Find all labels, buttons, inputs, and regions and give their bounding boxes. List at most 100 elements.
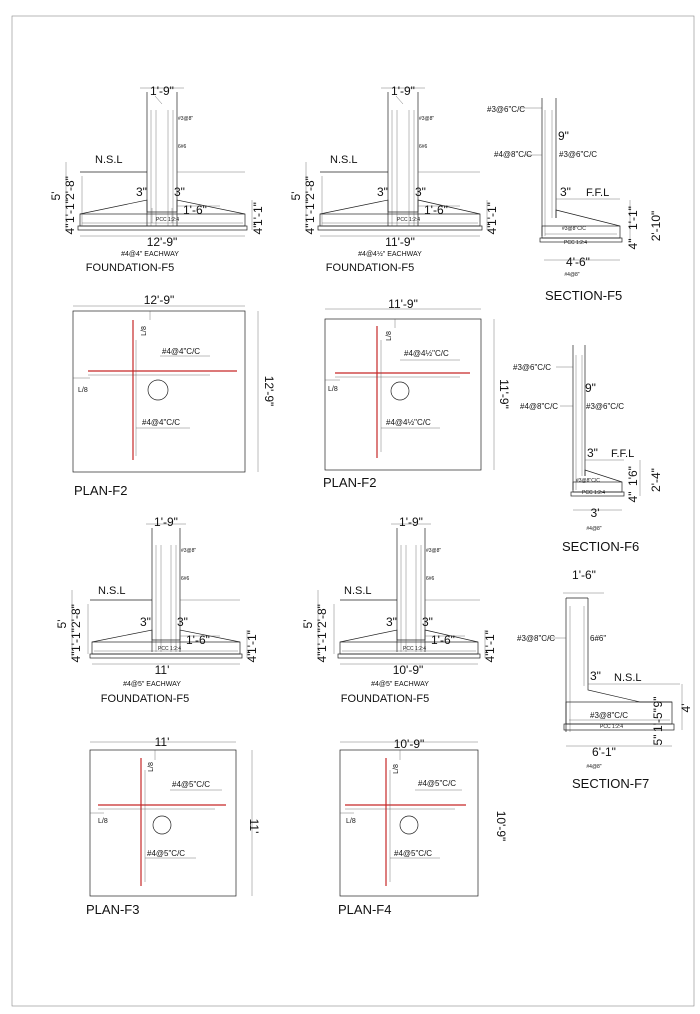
slab-note: #3@8"C/C [562,226,586,232]
section-title: SECTION-F6 [562,539,639,554]
tie-note: #3@8" [181,548,196,554]
total-height-dim: 2'-10" [649,211,663,242]
plan-side-dim: 11' [247,819,261,834]
height-c-dim: 4" [303,224,317,235]
pcc-note: PCC 1:2:4 [403,646,426,652]
bar-horizontal-note: #4@4"C/C [162,347,200,356]
height-c-dim: 4" [69,652,83,663]
foundation-section-fd1: 1'-9" N.S.L 5' 2'-8" 1'-1" 4" 3" 3" 1'-6… [49,84,265,274]
l8-horizontal-label: L/8 [328,386,338,393]
main-bar-note: 6#6 [426,576,435,582]
height-b-dim: 1'-1" [315,628,329,652]
right-a-dim: 1'6" [626,466,640,486]
main-bar-note: 6#6 [181,576,190,582]
plan-side-dim: 10'-9" [494,811,508,842]
plan-top-dim: 11'-9" [388,297,418,311]
offset-left-dim: 3" [136,185,147,199]
section-title: SECTION-F7 [572,776,649,791]
bar-note: #4@4" EACHWAY [121,251,179,258]
pcc-note: PCC 1:2:4 [158,646,181,652]
height-total-dim: 5' [55,620,69,629]
foundation-title: FOUNDATION-F5 [86,262,174,274]
col-width-dim: 1'-9" [399,515,423,529]
wall-thickness-dim: 9" [585,381,596,395]
col-width-dim: 1'-9" [150,84,174,98]
projection-dim: 1'-6" [186,633,210,647]
bar-horizontal-note: #4@4½"C/C [404,349,449,358]
plan-title: PLAN-F3 [86,902,139,917]
height-c-dim: 4" [63,224,77,235]
height-b-dim: 1'-1" [63,199,77,223]
ffl-label: F.F.L [586,187,609,199]
base-width-dim: 3' [591,506,600,520]
right-b-dim: 4" [483,652,497,663]
bottom-bar-note: #4@8" [564,272,579,278]
projection-dim: 1'-6" [183,203,207,217]
main-bar-note: 6#6 [419,144,428,150]
right-a-dim: 1'-1" [483,630,497,654]
bar-horizontal-note: #4@5"C/C [172,780,210,789]
l8-horizontal-label: L/8 [98,818,108,825]
foundation-section-fd3: 1'-9" N.S.L 5' 2'-8" 1'-1" 4" 3" 3" 1'-6… [55,515,259,705]
right-a-dim: 9" [651,697,665,708]
tie-note: #3@8" [178,116,193,122]
bar-vertical-note: #4@5"C/C [394,849,432,858]
bar-vertical-note: #4@4½"C/C [386,418,431,427]
height-total-dim: 5' [49,192,63,201]
col-width-dim: 1'-9" [391,84,415,98]
right-d-dim: 4' [679,704,693,713]
col-width-dim: 1'-9" [154,515,178,529]
right-b-dim: 4" [245,652,259,663]
bar1-note: #3@6"C/C [513,363,551,372]
pcc-note: PCC 1:2:4 [397,217,420,223]
pcc-note: PCC 1:2:4 [564,240,587,246]
height-a-dim: 2'-8" [63,176,77,200]
plan-side-dim: 12'-9" [262,376,276,407]
height-a-dim: 2'-8" [315,604,329,628]
offset-right-dim: 3" [415,185,426,199]
height-b-dim: 1'-1" [303,199,317,223]
height-a-dim: 2'-8" [303,176,317,200]
nsl-label: N.S.L [98,585,126,597]
nsl-label: N.S.L [614,672,642,684]
plan-top-dim: 11' [155,735,170,749]
foundation-title: FOUNDATION-F5 [341,693,429,705]
plan-pl1: 12'-9" 12'-9" L/8 L/8 #4@4"C/C #4@4"C/C … [72,293,276,498]
plan-pl4: 10'-9" 10'-9" L/8 L/8 #4@5"C/C #4@5"C/C … [338,737,508,917]
bar-note: #4@5" EACHWAY [123,681,181,688]
foundation-title: FOUNDATION-F5 [101,693,189,705]
pcc-note: PCC 1:2:4 [156,217,179,223]
height-a-dim: 2'-8" [69,604,83,628]
bar1-note: #3@6"C/C [487,105,525,114]
bar2-note: 6#6" [590,634,606,643]
bar3-note: #3@6"C/C [586,402,624,411]
step-dim: 3" [590,669,601,683]
l8-vertical-label: L/8 [148,762,155,772]
plan-top-dim: 10'-9" [394,737,425,751]
total-height-dim: 2'-4" [649,468,663,492]
nsl-label: N.S.L [344,585,372,597]
right-b-dim: 4" [485,224,499,235]
base-width-dim: 10'-9" [393,663,424,677]
right-a-dim: 1'-1" [245,630,259,654]
tie-note: #3@8" [426,548,441,554]
height-total-dim: 5' [289,192,303,201]
ffl-label: F.F.L [611,448,634,460]
plan-title: PLAN-F2 [323,475,376,490]
offset-right-dim: 3" [174,185,185,199]
bar2-note: #4@8"C/C [494,150,532,159]
section-f6: #3@6"C/C 9" #4@8"C/C #3@6"C/C 3" F.F.L 1… [513,345,663,554]
height-total-dim: 5' [301,620,315,629]
right-b-dim: 4" [251,224,265,235]
offset-left-dim: 3" [377,185,388,199]
right-a-dim: 1'-1" [485,202,499,226]
l8-vertical-label: L/8 [393,764,400,774]
projection-dim: 1'-6" [424,203,448,217]
plan-pl2: 11'-9" 11'-9" L/8 L/8 #4@4½"C/C #4@4½"C/… [323,297,511,490]
pcc-note: PCC 1:2:4 [582,490,605,496]
right-b-dim: 1'-5" [651,708,665,732]
plan-side-dim: 11'-9" [497,379,511,409]
bar1-note: #3@8"C/C [517,634,555,643]
l8-vertical-label: L/8 [386,331,393,341]
